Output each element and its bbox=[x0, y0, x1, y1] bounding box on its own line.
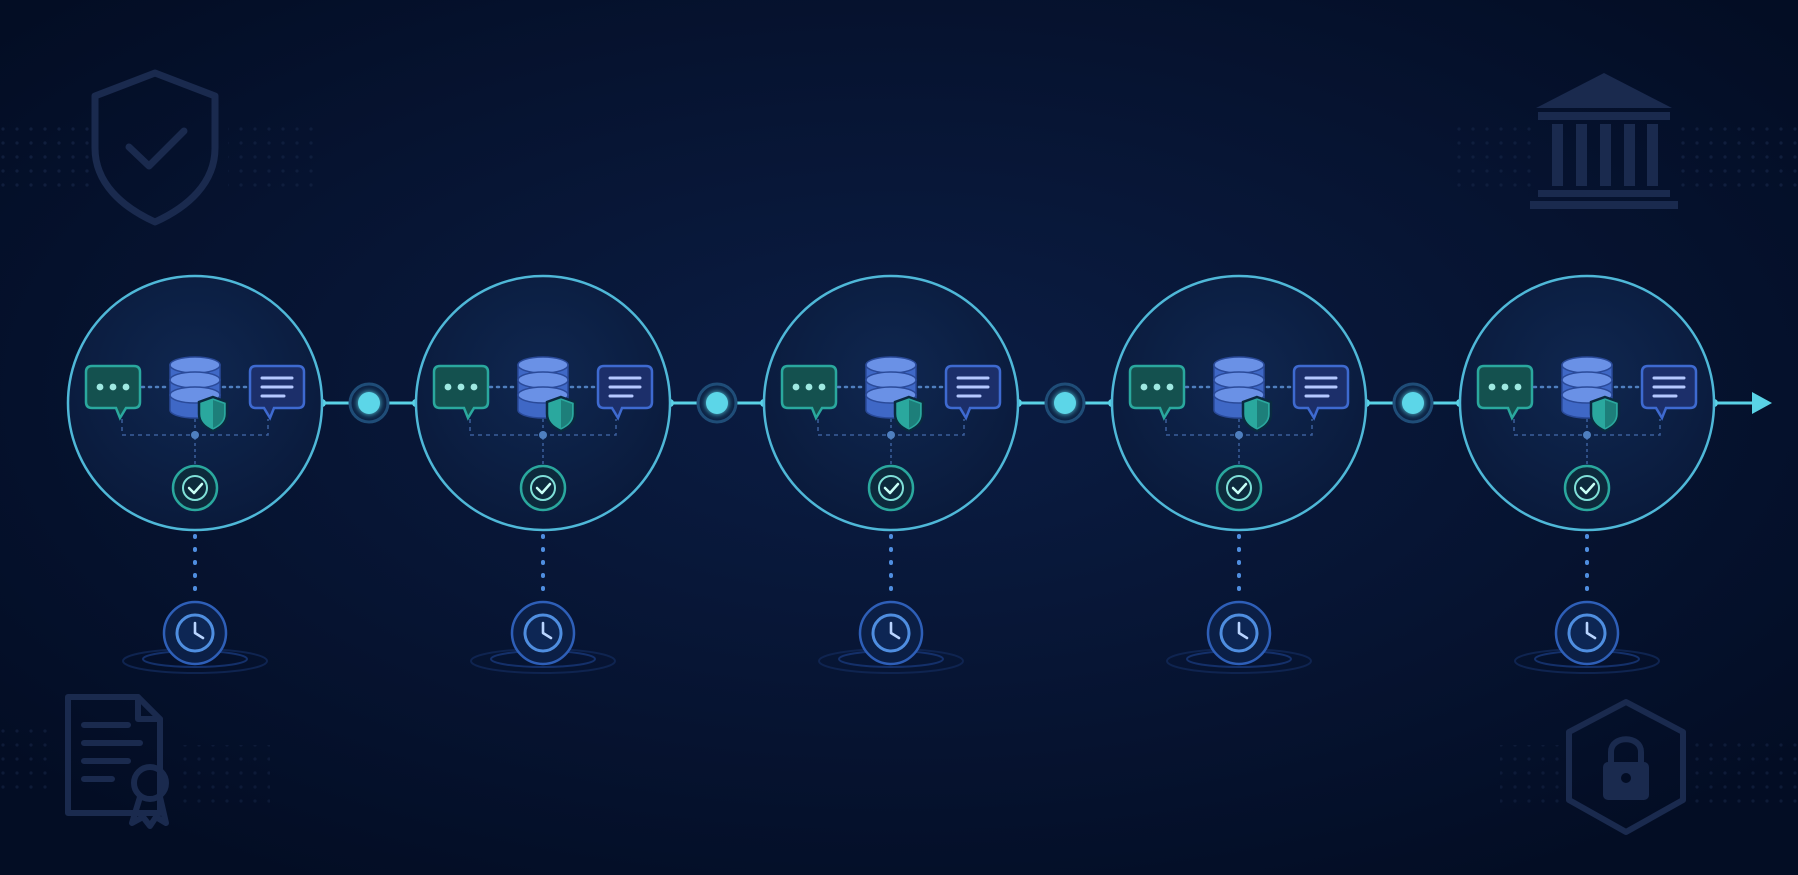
chat-dot bbox=[1501, 383, 1509, 391]
check-mark bbox=[1579, 482, 1596, 495]
chat-dot bbox=[1166, 383, 1174, 391]
chat-dots-icon bbox=[1128, 364, 1186, 421]
chat-dot bbox=[792, 383, 800, 391]
chat-dot bbox=[122, 383, 130, 391]
check-inner-ring bbox=[1226, 475, 1252, 501]
connector-node bbox=[706, 392, 728, 414]
database-top bbox=[169, 371, 221, 389]
chat-dot bbox=[444, 383, 452, 391]
check-mark bbox=[535, 482, 552, 495]
database-top bbox=[1561, 371, 1613, 389]
database-top bbox=[1213, 371, 1265, 389]
shield-lock-icon bbox=[1566, 699, 1686, 835]
stage-1 bbox=[66, 274, 324, 674]
database-top bbox=[517, 371, 569, 389]
chat-dot bbox=[1140, 383, 1148, 391]
shield-shade bbox=[909, 400, 920, 428]
dot-field-bottom-left-2 bbox=[180, 745, 270, 805]
chat-dot bbox=[109, 383, 117, 391]
check-inner-ring bbox=[530, 475, 556, 501]
certificate-document-icon bbox=[65, 694, 169, 829]
dot-field-top-left-2 bbox=[228, 120, 318, 190]
database-top bbox=[1561, 356, 1613, 374]
database-top bbox=[865, 371, 917, 389]
chat-dot bbox=[96, 383, 104, 391]
arrow-right-icon bbox=[1752, 392, 1772, 414]
connectors bbox=[318, 382, 1772, 424]
shield-shade bbox=[1257, 400, 1268, 428]
check-circle-icon bbox=[519, 464, 567, 512]
check-mark bbox=[187, 482, 204, 495]
clock-hands bbox=[193, 621, 205, 640]
dot-field-top-right bbox=[1455, 120, 1535, 190]
database-icon bbox=[169, 356, 221, 419]
shield-shade bbox=[1605, 400, 1616, 428]
database-top bbox=[517, 356, 569, 374]
stage-2 bbox=[414, 274, 672, 674]
clock-hands bbox=[1585, 621, 1597, 640]
database-icon bbox=[1213, 356, 1265, 419]
stage-3 bbox=[762, 274, 1020, 674]
database-icon bbox=[517, 356, 569, 419]
chat-dot bbox=[1153, 383, 1161, 391]
database-icon bbox=[1561, 356, 1613, 419]
shield-shade bbox=[213, 400, 224, 428]
shield-shade bbox=[561, 400, 572, 428]
clock-hands bbox=[1237, 621, 1249, 640]
chat-dots-icon bbox=[432, 364, 490, 421]
connector-node bbox=[1054, 392, 1076, 414]
chat-dot bbox=[805, 383, 813, 391]
check-circle-icon bbox=[171, 464, 219, 512]
clock-hands bbox=[889, 621, 901, 640]
dot-field-bottom-right bbox=[1500, 745, 1560, 805]
database-top bbox=[1213, 356, 1265, 374]
chat-dot bbox=[1488, 383, 1496, 391]
dot-field-bottom-left bbox=[0, 725, 55, 795]
bracket-node bbox=[1235, 431, 1243, 439]
bracket-node bbox=[1583, 431, 1591, 439]
connector-node bbox=[358, 392, 380, 414]
check-circle-icon bbox=[1215, 464, 1263, 512]
bank-icon bbox=[1530, 73, 1678, 209]
database-top bbox=[169, 356, 221, 374]
stages bbox=[66, 274, 1716, 674]
check-inner-ring bbox=[1574, 475, 1600, 501]
check-inner-ring bbox=[182, 475, 208, 501]
check-mark bbox=[883, 482, 900, 495]
check-mark bbox=[1231, 482, 1248, 495]
bracket-node bbox=[539, 431, 547, 439]
connector-node bbox=[1402, 392, 1424, 414]
dot-field-top-right-2 bbox=[1680, 120, 1798, 190]
bracket-node bbox=[887, 431, 895, 439]
shield-lock-keyhole bbox=[1621, 773, 1631, 783]
chat-dot bbox=[1514, 383, 1522, 391]
check-inner-ring bbox=[878, 475, 904, 501]
chat-dots-icon bbox=[84, 364, 142, 421]
chat-dot bbox=[457, 383, 465, 391]
chat-dot bbox=[470, 383, 478, 391]
database-top bbox=[865, 356, 917, 374]
check-circle-icon bbox=[1563, 464, 1611, 512]
dot-field-top-left bbox=[0, 120, 95, 190]
stage-4 bbox=[1110, 274, 1368, 674]
bracket-node bbox=[191, 431, 199, 439]
dot-field-bottom-right-2 bbox=[1695, 735, 1798, 805]
chat-dots-icon bbox=[1476, 364, 1534, 421]
clock-hands bbox=[541, 621, 553, 640]
stage-5 bbox=[1458, 274, 1716, 674]
chat-dots-icon bbox=[780, 364, 838, 421]
shield-check-icon bbox=[91, 69, 219, 226]
chat-dot bbox=[818, 383, 826, 391]
check-circle-icon bbox=[867, 464, 915, 512]
